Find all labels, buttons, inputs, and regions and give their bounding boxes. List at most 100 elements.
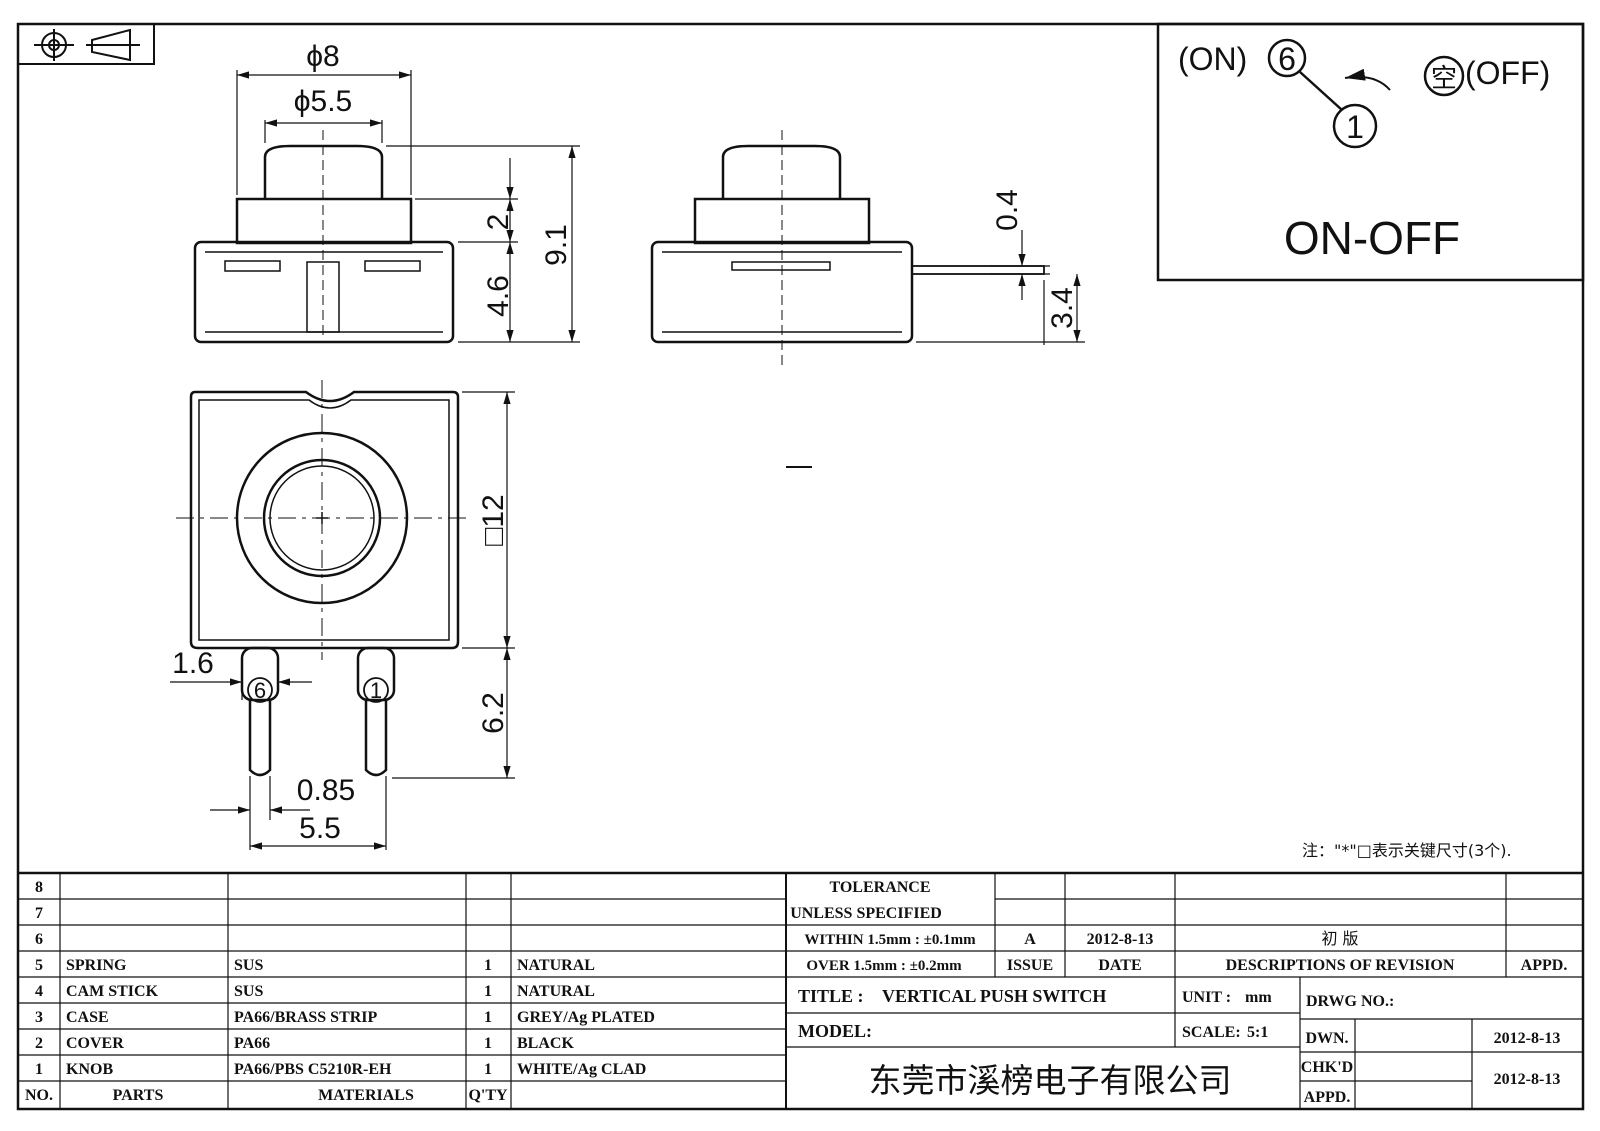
pin-label-1: 1 (370, 678, 382, 703)
row-part: SPRING (66, 957, 127, 974)
row-no: 4 (35, 983, 43, 1000)
dim-body-height: 4.6 (482, 275, 515, 317)
key-dimension-note: 注："*"□表示关键尺寸(3个). (1302, 841, 1512, 860)
row-finish: BLACK (517, 1035, 574, 1052)
row-finish: GREY/Ag PLATED (517, 1009, 655, 1026)
row-part: KNOB (66, 1061, 113, 1078)
rotation-arrow-icon (1344, 68, 1391, 91)
table-row: 3 CASE PA66/BRASS STRIP 1 GREY/Ag PLATED (35, 1009, 655, 1026)
table-row: 7 (35, 905, 43, 922)
unit-label: UNIT : (1182, 989, 1231, 1006)
switch-schematic: (ON) 6 1 空 (OFF) ON-OFF (1156, 22, 1585, 282)
scale-label: SCALE: (1182, 1024, 1241, 1041)
row-qty: 1 (484, 957, 492, 974)
dim-pin-offset: 1.6 (172, 647, 214, 680)
row-material: PA66/PBS C5210R-EH (234, 1061, 392, 1078)
row-material: PA66/BRASS STRIP (234, 1009, 378, 1026)
dim-body-square: □12 (477, 494, 510, 546)
header-materials: MATERIALS (318, 1087, 414, 1104)
dim-knob-inner: ϕ5.5 (294, 85, 353, 118)
row-part: CAM STICK (66, 983, 159, 1000)
scale-value: 5:1 (1247, 1024, 1268, 1041)
pins (240, 646, 396, 777)
row-qty: 1 (484, 1061, 492, 1078)
dim-plate-thickness: 0.4 (991, 189, 1024, 231)
schematic-off-char: 空 (1431, 64, 1457, 94)
table-row: 6 (35, 931, 43, 948)
issue-label: ISSUE (1007, 957, 1053, 974)
row-part: COVER (66, 1035, 124, 1052)
drwg-no-label: DRWG NO.: (1306, 993, 1394, 1010)
tolerance-line1: TOLERANCE (829, 879, 930, 896)
row-qty: 1 (484, 1009, 492, 1026)
projection-symbol (17, 23, 155, 65)
revision-appd-label: APPD. (1521, 957, 1568, 974)
revision-description: 初 版 (1321, 929, 1358, 948)
row-material: PA66 (234, 1035, 270, 1052)
front-dimensions (236, 70, 580, 343)
row-no: 3 (35, 1009, 43, 1026)
chkd-date: 2012-8-13 (1494, 1071, 1561, 1088)
header-parts: PARTS (113, 1087, 164, 1104)
title-label: TITLE : (798, 986, 864, 1006)
row-qty: 1 (484, 1035, 492, 1052)
row-no: 7 (35, 905, 43, 922)
row-part: CASE (66, 1009, 109, 1026)
model-label: MODEL: (798, 1021, 872, 1041)
company-name: 东莞市溪榜电子有限公司 (869, 1061, 1232, 1100)
dwn-label: DWN. (1305, 1030, 1348, 1047)
table-row: 5 SPRING SUS 1 NATURAL (35, 957, 595, 974)
dim-pin-pitch: 5.5 (299, 812, 341, 845)
chkd-label: CHK'D (1301, 1059, 1353, 1076)
row-no: 1 (35, 1061, 43, 1078)
dim-pin-width: 0.85 (297, 774, 355, 807)
side-dimensions (916, 230, 1085, 345)
row-no: 8 (35, 879, 43, 896)
drawing-title: VERTICAL PUSH SWITCH (882, 986, 1106, 1006)
header-qty: Q'TY (468, 1087, 508, 1104)
row-no: 6 (35, 931, 43, 948)
revision-date: 2012-8-13 (1087, 931, 1154, 948)
revision-issue: A (1024, 931, 1036, 948)
tolerance-line4: OVER 1.5mm : ±0.2mm (806, 958, 962, 974)
table-row: 4 CAM STICK SUS 1 NATURAL (35, 983, 595, 1000)
tolerance-line2: UNLESS SPECIFIED (790, 905, 942, 922)
dim-total-height: 9.1 (540, 224, 573, 266)
unit-value: mm (1245, 989, 1272, 1006)
table-row: 2 COVER PA66 1 BLACK (35, 1035, 574, 1052)
tolerance-line3: WITHIN 1.5mm : ±0.1mm (804, 932, 976, 948)
schematic-on-label: (ON) (1178, 41, 1247, 77)
top-view (176, 380, 470, 660)
date-label: DATE (1098, 957, 1141, 974)
appd-label: APPD. (1304, 1089, 1351, 1106)
front-view (193, 130, 455, 344)
row-finish: NATURAL (517, 983, 595, 1000)
row-material: SUS (234, 983, 263, 1000)
top-dimensions (170, 391, 515, 850)
schematic-pin-6: 6 (1278, 41, 1296, 77)
dwn-date: 2012-8-13 (1494, 1030, 1561, 1047)
row-finish: NATURAL (517, 957, 595, 974)
schematic-pin-1: 1 (1346, 109, 1364, 145)
dim-knob-outer: ϕ8 (306, 40, 340, 73)
row-material: SUS (234, 957, 263, 974)
dim-terminal-offset: 3.4 (1046, 287, 1079, 329)
table-row: 1 KNOB PA66/PBS C5210R-EH 1 WHITE/Ag CLAD (35, 1061, 646, 1078)
row-finish: WHITE/Ag CLAD (517, 1061, 646, 1078)
table-row: 8 (35, 879, 43, 896)
pin-label-6: 6 (254, 678, 266, 703)
sheet-border (16, 22, 1585, 1111)
header-no: NO. (25, 1087, 53, 1104)
title-block-grid (18, 871, 1583, 1109)
row-qty: 1 (484, 983, 492, 1000)
dim-pin-height: 6.2 (477, 692, 510, 734)
row-no: 2 (35, 1035, 43, 1052)
row-no: 5 (35, 957, 43, 974)
descriptions-label: DESCRIPTIONS OF REVISION (1226, 957, 1455, 974)
dim-knob-height: 2 (482, 214, 515, 231)
schematic-mode: ON-OFF (1284, 212, 1460, 264)
side-view (650, 130, 1045, 365)
schematic-off-label: (OFF) (1465, 55, 1550, 91)
